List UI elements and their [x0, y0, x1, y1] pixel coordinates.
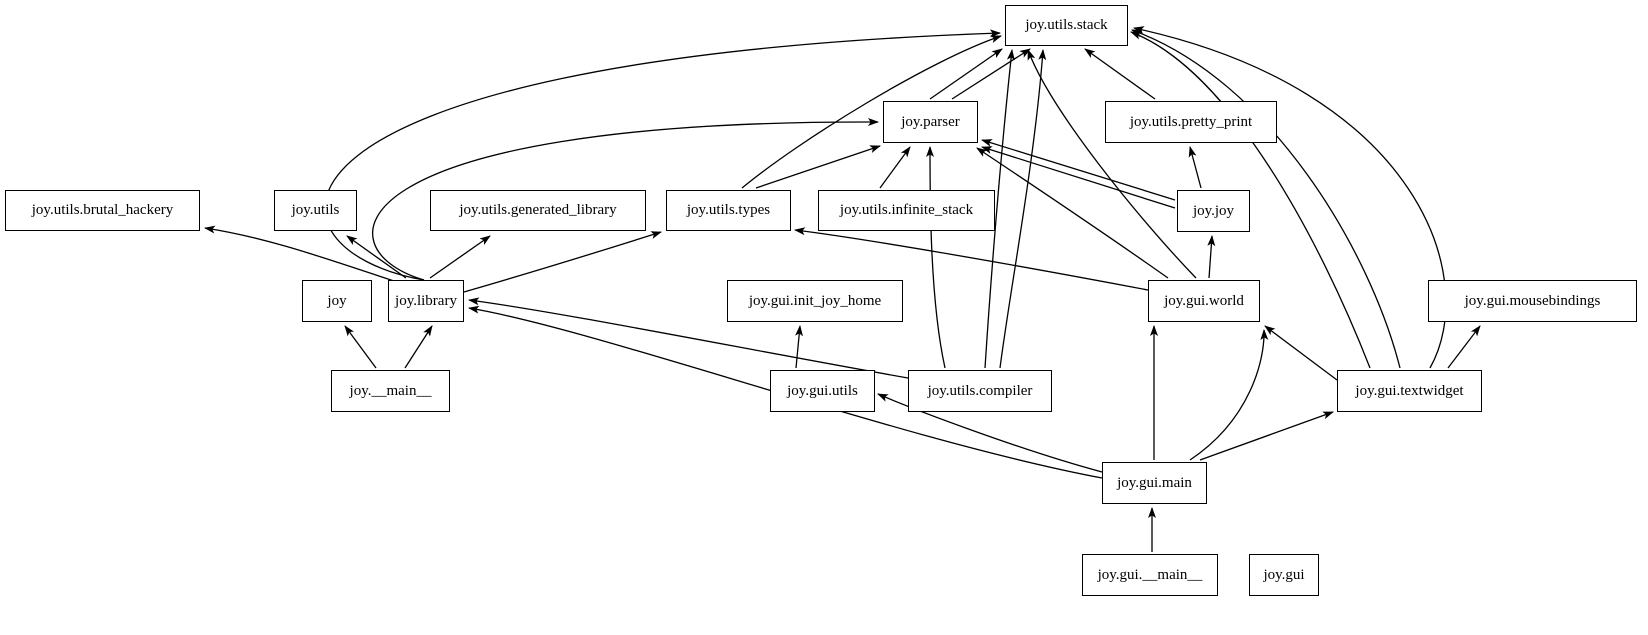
graph-edge	[1133, 26, 1447, 369]
graph-node-joy-joy[interactable]: joy.joy	[1177, 190, 1250, 232]
graph-edge	[926, 146, 946, 369]
graph-edge	[346, 235, 407, 279]
graph-node-joy-library[interactable]: joy.library	[388, 280, 464, 322]
graph-edge	[1188, 146, 1202, 189]
graph-node-label: joy.joy	[1192, 202, 1235, 219]
graph-node-label: joy.utils.stack	[1025, 17, 1108, 33]
graph-edge	[1207, 235, 1216, 279]
graph-edge	[981, 139, 1176, 201]
graph-edge	[1130, 31, 1371, 369]
graph-edge	[794, 227, 1149, 291]
graph-node-joy-gui-textwidget[interactable]: joy.gui.textwidget	[1337, 370, 1482, 412]
graph-node-label: joy.__main__	[349, 382, 432, 399]
graph-edge	[404, 325, 433, 369]
graph-node-joy-gui-utils[interactable]: joy.gui.utils	[770, 370, 875, 412]
graph-edge	[1447, 325, 1481, 369]
graph-edge	[877, 393, 1103, 473]
graph-node-joy-gui-main[interactable]: joy.gui.main	[1102, 462, 1207, 504]
graph-edge	[795, 325, 804, 369]
graph-node-joy-gui-world[interactable]: joy.gui.world	[1148, 280, 1260, 322]
graph-edge	[204, 225, 401, 284]
graph-node-label: joy.gui.textwidget	[1355, 382, 1464, 399]
graph-node-joy-main[interactable]: joy.__main__	[331, 370, 450, 412]
graph-node-label: joy.utils.brutal_hackery	[31, 202, 174, 218]
graph-edge	[429, 235, 491, 279]
graph-edge	[755, 145, 881, 189]
graph-node-joy-utils-generated-library[interactable]: joy.utils.generated_library	[430, 190, 646, 231]
graph-node-label: joy.gui.main	[1117, 474, 1192, 491]
graph-edge	[1199, 411, 1334, 461]
graph-node-label: joy.utils.compiler	[927, 382, 1033, 399]
graph-edge	[999, 49, 1047, 369]
graph-edge	[981, 146, 1176, 209]
graph-node-joy[interactable]: joy	[302, 280, 372, 322]
graph-node-label: joy.utils.types	[686, 202, 771, 218]
graph-edge	[1027, 49, 1197, 279]
graph-edge	[468, 305, 1103, 479]
graph-edge	[929, 48, 1003, 100]
graph-node-joy-gui-mousebindings[interactable]: joy.gui.mousebindings	[1428, 280, 1637, 322]
graph-node-joy-gui-main[interactable]: joy.gui.__main__	[1082, 554, 1218, 596]
graph-node-joy-gui[interactable]: joy.gui	[1249, 554, 1319, 596]
graph-edge	[1131, 29, 1401, 369]
graph-edge	[951, 48, 1031, 100]
graph-node-label: joy.utils.generated_library	[459, 202, 617, 218]
graph-edge	[976, 147, 1169, 279]
graph-node-joy-utils-pretty-print[interactable]: joy.utils.pretty_print	[1105, 101, 1277, 143]
graph-node-label: joy.library	[395, 292, 457, 309]
graph-node-label: joy.gui.utils	[787, 382, 858, 399]
graph-node-label: joy.utils.pretty_print	[1129, 113, 1253, 130]
graph-node-joy-utils-brutal-hackery[interactable]: joy.utils.brutal_hackery	[5, 190, 200, 231]
graph-edge	[344, 325, 377, 369]
graph-edge	[372, 117, 879, 281]
graph-edge	[879, 146, 911, 189]
graph-edge	[1264, 325, 1338, 381]
graph-edge	[1084, 48, 1156, 100]
graph-node-label: joy.utils.infinite_stack	[839, 202, 974, 218]
graph-edge	[468, 297, 909, 379]
graph-node-joy-utils-compiler[interactable]: joy.utils.compiler	[908, 370, 1052, 412]
graph-node-joy-parser[interactable]: joy.parser	[883, 101, 978, 143]
graph-node-label: joy.gui.__main__	[1097, 566, 1203, 583]
graph-edge	[463, 231, 662, 293]
graph-node-label: joy.utils	[291, 202, 340, 218]
graph-node-label: joy.gui.world	[1164, 292, 1244, 309]
graph-node-label: joy.gui.init_joy_home	[748, 292, 882, 309]
graph-node-joy-utils-infinite-stack[interactable]: joy.utils.infinite_stack	[818, 190, 995, 231]
graph-node-label: joy.parser	[901, 113, 960, 130]
graph-node-joy-utils-stack[interactable]: joy.utils.stack	[1005, 5, 1128, 46]
graph-edge	[984, 49, 1015, 369]
graph-node-joy-utils-types[interactable]: joy.utils.types	[666, 190, 791, 231]
graph-node-label: joy.gui	[1263, 566, 1305, 583]
graph-node-label: joy.gui.mousebindings	[1464, 292, 1601, 309]
graph-edge	[741, 35, 1002, 189]
graph-node-label: joy	[327, 292, 347, 309]
graph-node-joy-gui-init-joy-home[interactable]: joy.gui.init_joy_home	[727, 280, 903, 322]
graph-edge	[324, 29, 1001, 281]
graph-node-joy-utils[interactable]: joy.utils	[274, 190, 357, 231]
graph-edge	[1189, 329, 1269, 461]
